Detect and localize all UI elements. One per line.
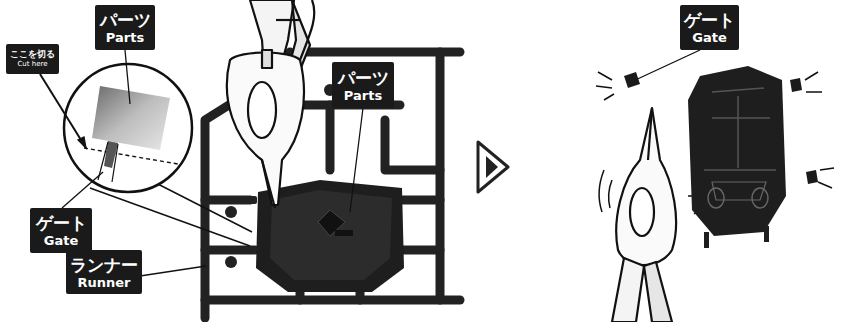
label-english: Cut here [17,60,47,69]
label-japanese: ランナー [70,255,138,275]
runner-frame [205,52,460,318]
callout-box: ここを切るCut here [6,44,59,74]
label-english: Parts [106,30,144,45]
label-english: Runner [77,275,130,290]
label-japanese: ゲート [36,213,87,233]
label-japanese: ここを切る [10,49,55,60]
label-japanese: パーツ [338,68,389,88]
label-english: Gate [692,30,726,45]
callout-box: ランナーRunner [66,250,142,294]
callout-box: ゲートGate [680,5,739,50]
magnifier [64,64,252,246]
callout-box: ゲートGate [30,208,92,253]
callout-box: パーツParts [332,62,394,108]
callout-box: パーツParts [95,5,155,50]
label-english: Parts [344,88,382,103]
label-japanese: ゲート [684,10,735,30]
leader-lines [40,50,700,276]
step-arrow [478,142,508,192]
part-shape [688,66,786,248]
nipper-tool [227,0,314,208]
label-japanese: パーツ [100,10,151,30]
label-english: Gate [44,233,78,248]
step-arrow-inner [486,156,498,178]
nipper-tool [612,108,676,322]
